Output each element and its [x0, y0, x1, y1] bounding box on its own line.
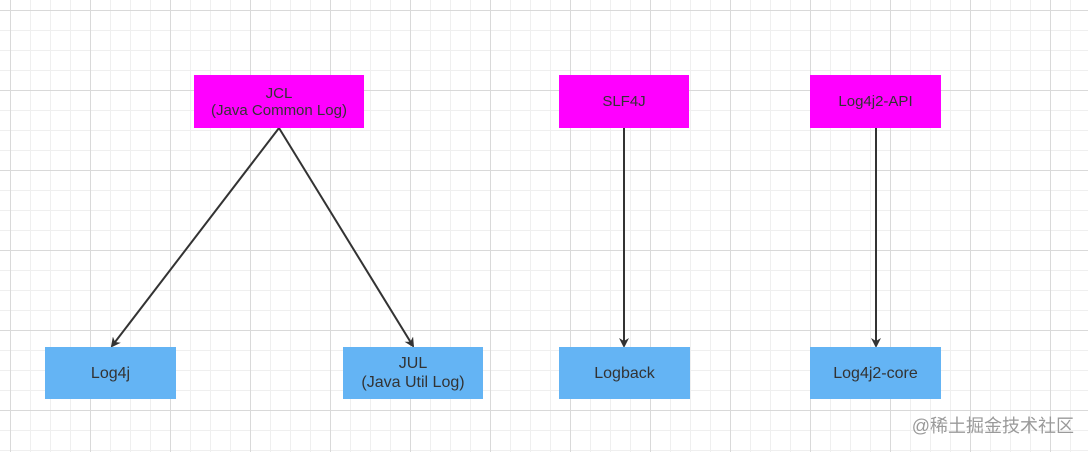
node-slf4j-title: SLF4J	[602, 93, 646, 110]
node-log4j2-core-title: Log4j2-core	[833, 364, 918, 382]
watermark-text: @稀土掘金技术社区	[911, 416, 1074, 436]
edge-jcl-to-log4j	[110, 127, 280, 348]
edge-jcl-to-jul	[278, 127, 415, 348]
node-jul[interactable]: JUL (Java Util Log)	[343, 347, 483, 399]
node-log4j2-api[interactable]: Log4j2-API	[810, 75, 941, 128]
node-jcl-title: JCL	[265, 84, 293, 102]
node-log4j2-core[interactable]: Log4j2-core	[810, 347, 941, 399]
node-logback[interactable]: Logback	[559, 347, 690, 399]
node-log4j-title: Log4j	[90, 364, 131, 382]
node-log4j2-api-title: Log4j2-API	[838, 93, 913, 110]
node-jcl[interactable]: JCL (Java Common Log)	[194, 75, 364, 128]
node-jcl-subtitle: (Java Common Log)	[211, 101, 347, 119]
node-log4j[interactable]: Log4j	[45, 347, 176, 399]
node-jul-title: JUL	[398, 355, 428, 372]
node-logback-title: Logback	[594, 364, 655, 382]
node-jul-subtitle: (Java Util Log)	[361, 374, 465, 391]
node-slf4j[interactable]: SLF4J	[559, 75, 689, 128]
